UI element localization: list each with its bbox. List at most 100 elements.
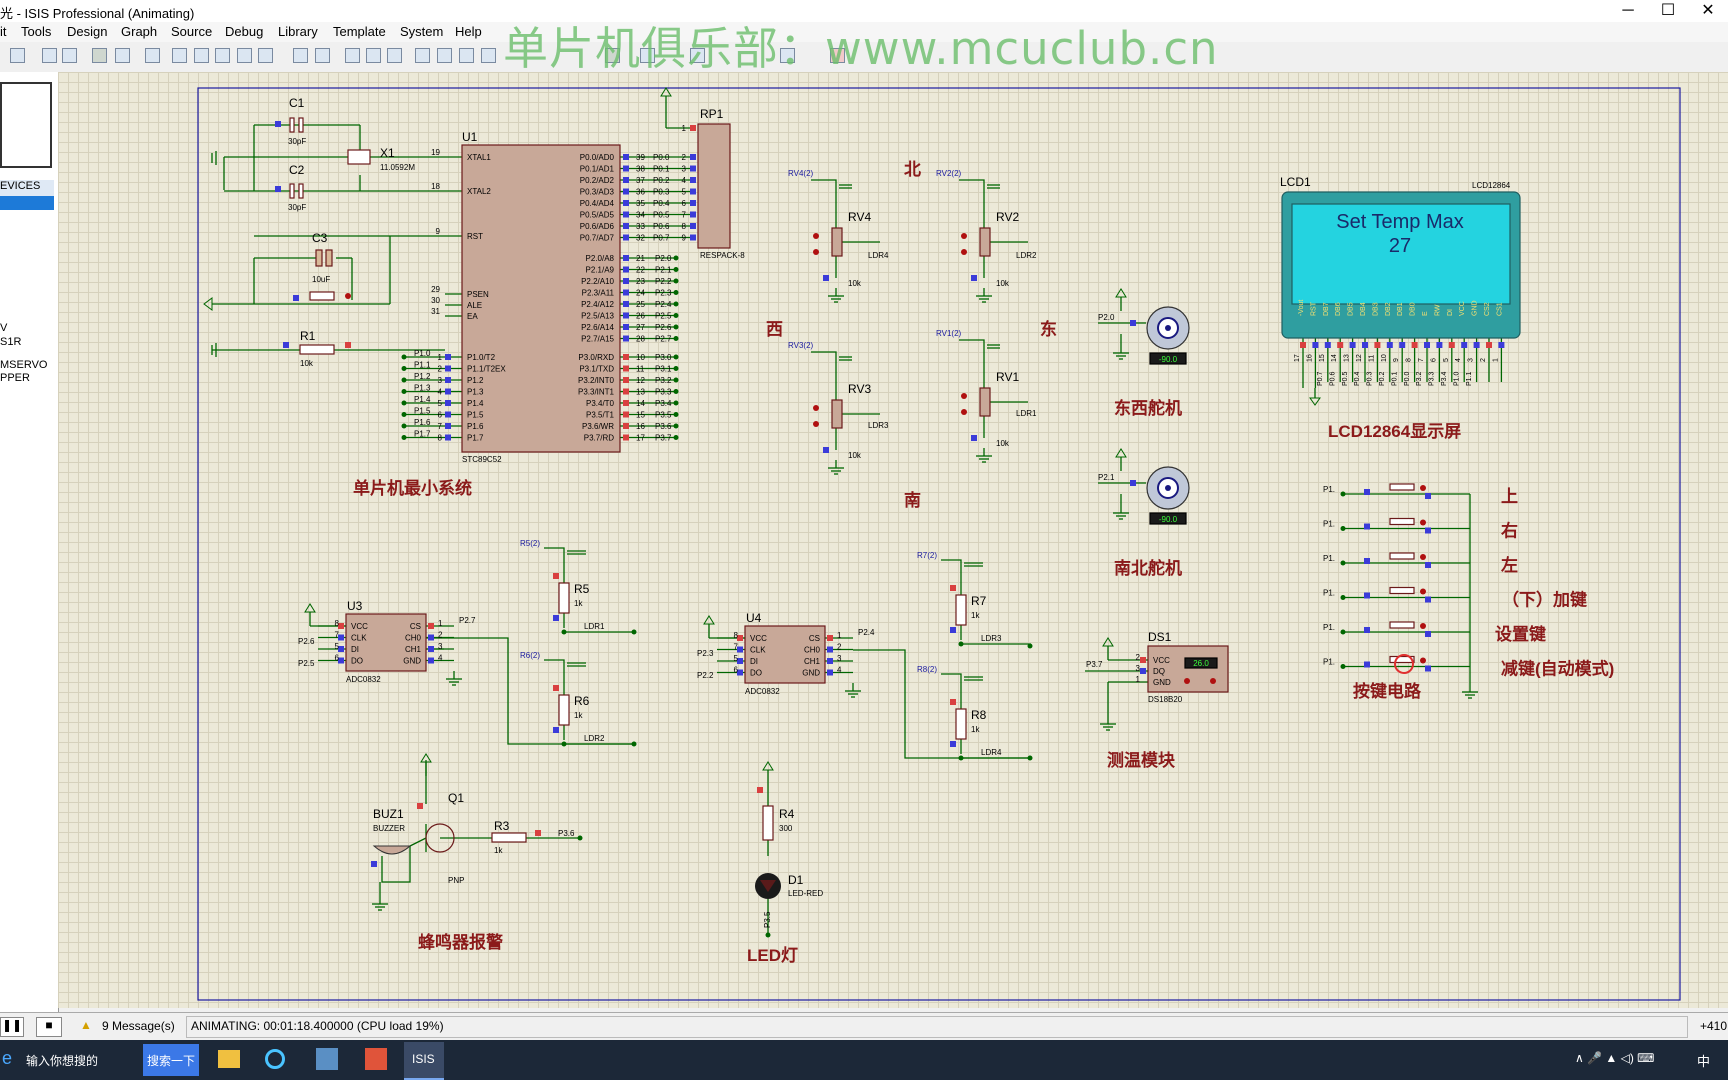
key-button [1389, 483, 1415, 491]
menu-library[interactable]: Library [278, 24, 318, 39]
search-app-icon[interactable] [265, 1049, 285, 1069]
u1-pin-number: 19 [431, 148, 440, 157]
bom-icon[interactable] [830, 48, 845, 63]
undo-icon[interactable] [293, 48, 308, 63]
device-item[interactable]: PPER [0, 372, 30, 384]
zoom-all-icon[interactable] [237, 48, 252, 63]
u1-p0-num: 36 [636, 188, 645, 197]
app-icon-2[interactable] [365, 1048, 387, 1070]
block-copy-icon[interactable] [415, 48, 430, 63]
adc-net-label: P2.2 [697, 671, 714, 680]
save-icon[interactable] [42, 48, 57, 63]
lcd-pin-name: CS1 [1496, 302, 1503, 316]
maximize-button[interactable]: ☐ [1660, 2, 1676, 19]
zoom-in-icon[interactable] [194, 48, 209, 63]
redo-icon[interactable] [315, 48, 330, 63]
taskbar-search-button[interactable]: 搜索一下 [143, 1044, 199, 1076]
menu-help[interactable]: Help [455, 24, 482, 39]
make-device-icon[interactable] [640, 48, 655, 63]
p3-pin-marker [623, 388, 629, 395]
lcd-pin-name: DB5 [1348, 302, 1355, 316]
new-icon[interactable] [10, 48, 25, 63]
p2-pin-marker [623, 301, 629, 307]
isis-taskbar-button[interactable]: ISIS [404, 1042, 444, 1080]
servo-power [1115, 448, 1127, 458]
close-button[interactable]: ✕ [1701, 2, 1715, 19]
ldr-net-label: LDR3 [868, 421, 889, 430]
copy-icon[interactable] [366, 48, 381, 63]
adc-vcc [703, 615, 715, 625]
menu-tools[interactable]: Tools [21, 24, 52, 39]
overview-window[interactable] [0, 82, 52, 168]
p1-pin-marker [445, 377, 451, 383]
c1-value: 30pF [288, 137, 306, 146]
resistor-body [955, 594, 967, 626]
app-icon-1[interactable] [316, 1048, 338, 1070]
res-dot [958, 755, 964, 761]
lcd-pin-name: RST [1310, 301, 1317, 316]
p1-pin-marker [445, 411, 451, 418]
res-net-label: LDR2 [584, 734, 605, 743]
u1-pin-name: PSEN [467, 290, 489, 299]
selected-device[interactable] [0, 196, 54, 210]
taskbar-search-input[interactable]: 输入你想搜的 [26, 1054, 99, 1068]
u1-p0-num: 38 [636, 165, 645, 174]
zoom-area-icon[interactable] [258, 48, 273, 63]
ldr-wire [959, 339, 985, 388]
d1-ref: D1 [788, 873, 804, 887]
p3-net-dot [673, 435, 679, 440]
stop-button[interactable]: ■ [36, 1017, 62, 1037]
device-item[interactable]: MSERVO [0, 359, 48, 371]
paste-icon[interactable] [387, 48, 402, 63]
block-move-icon[interactable] [437, 48, 452, 63]
grid-icon[interactable] [115, 48, 130, 63]
minimize-button[interactable]: ─ [1622, 2, 1634, 19]
lcd-line1: Set Temp Max [1336, 211, 1463, 233]
menu-bar: it Tools Design Graph Source Debug Libra… [0, 22, 1728, 42]
lcd-pin-num: 1 [1492, 358, 1499, 362]
menu-design[interactable]: Design [67, 24, 108, 39]
c2-pin [275, 186, 281, 192]
origin-icon[interactable] [145, 48, 160, 63]
explorer-icon[interactable] [218, 1050, 240, 1068]
lcd-pin-marker [1374, 342, 1381, 348]
ie-icon[interactable]: e [2, 1048, 13, 1068]
buzzer-body [372, 845, 412, 855]
vcc-arrow [203, 297, 213, 311]
pan-icon[interactable] [172, 48, 187, 63]
u1-p3-num: 16 [636, 422, 645, 431]
decompose-icon[interactable] [780, 48, 795, 63]
package-icon[interactable] [690, 48, 705, 63]
device-item[interactable]: V [0, 322, 8, 334]
rp-pin-marker [690, 165, 696, 172]
block-delete-icon[interactable] [481, 48, 496, 63]
menu-graph[interactable]: Graph [121, 24, 158, 39]
block-rotate-icon[interactable] [459, 48, 474, 63]
ldr-tag: RV4(2) [788, 169, 814, 178]
u1-p1-pin: P1.1/T2EX [467, 365, 506, 374]
refresh-icon[interactable] [92, 48, 107, 63]
adc-pin [827, 646, 833, 653]
tray-icons[interactable]: ∧ 🎤 ▲ ◁) ⌨ [1575, 1051, 1655, 1065]
menu-source[interactable]: Source [171, 24, 213, 39]
zoom-out-icon[interactable] [215, 48, 230, 63]
menu-debug[interactable]: Debug [225, 24, 264, 39]
menu-edit[interactable]: it [0, 24, 7, 39]
c3-ref: C3 [312, 231, 328, 245]
adc-pin [737, 646, 743, 653]
ime-indicator[interactable]: 中 [1697, 1054, 1711, 1069]
device-item[interactable]: S1R [0, 336, 22, 348]
rp-pin-marker [690, 234, 696, 241]
messages-count[interactable]: 9 Message(s) [102, 1019, 175, 1033]
print-icon[interactable] [62, 48, 77, 63]
lcd-pin-name: GND [1472, 300, 1479, 316]
d1-part: LED-RED [788, 889, 823, 898]
play-button[interactable]: ❚❚ [0, 1017, 24, 1037]
pick-device-icon[interactable] [605, 48, 620, 63]
u1-p0-pin: P0.5/AD5 [580, 211, 615, 220]
menu-template[interactable]: Template [333, 24, 386, 39]
key-pin [1425, 596, 1431, 603]
menu-system[interactable]: System [400, 24, 444, 39]
cut-icon[interactable] [345, 48, 360, 63]
